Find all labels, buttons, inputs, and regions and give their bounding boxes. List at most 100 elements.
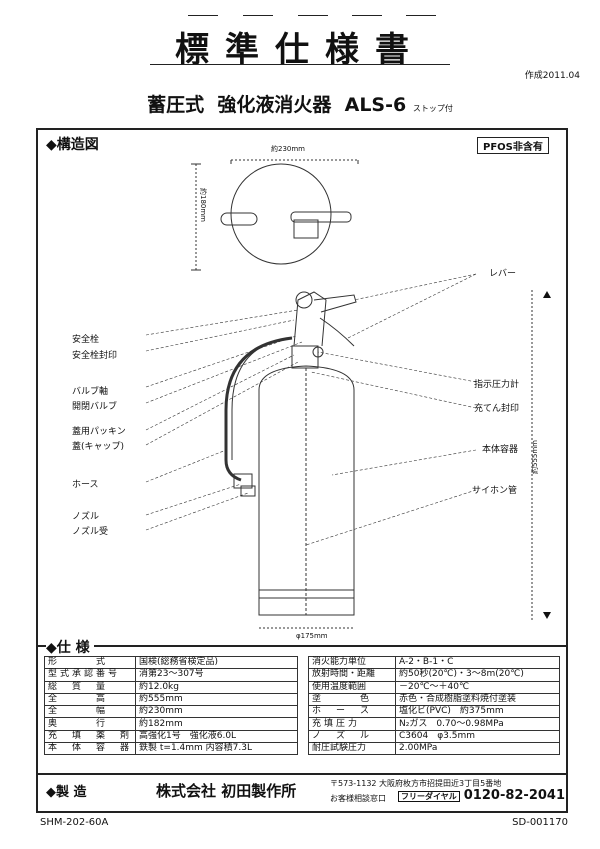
maker-heading: ◆製 造 [46, 785, 87, 800]
spec-key: 本 体 容 器 [43, 742, 137, 756]
spec-value: 約230mm [135, 705, 298, 719]
spec-value: 約182mm [135, 717, 298, 731]
nozzle [233, 473, 253, 489]
table-row: 充 填 薬 剤高強化1号 強化液6.0L [43, 729, 298, 744]
table-row: 全 幅約230mm [43, 705, 298, 719]
dim-height: 約555mm [531, 440, 539, 474]
spec-value: 赤色・合成樹脂塗料焼付塗装 [395, 692, 560, 707]
title-dash [298, 15, 328, 16]
label-fill-seal: 充てん封印 [474, 404, 520, 414]
dim-arrow-down [543, 612, 551, 619]
table-row: 放射時間・距離約50秒(20℃)・3～8m(20℃) [308, 668, 560, 682]
spec-value: 2.00MPa [395, 742, 560, 756]
spec-value: 国検(総務省検定品) [135, 655, 298, 670]
spec-value: 塩化ビ(PVC) 約375mm [395, 705, 560, 719]
product-model: ALS-6 [344, 94, 407, 116]
spec-key: ホ ー ス [308, 705, 396, 719]
phone-number: 0120-82-2041 [463, 788, 566, 803]
handle [319, 317, 355, 347]
valve-head [293, 291, 327, 347]
label-safety-pin-seal: 安全栓封印 [72, 351, 118, 361]
product-line: 蓄圧式 強化液消火器 ALS-6 ストップ付 [0, 90, 600, 117]
label-hose: ホース [72, 480, 99, 490]
spec-key: 放射時間・距離 [308, 668, 396, 682]
table-row: 塗 色赤色・合成樹脂塗料焼付塗装 [308, 692, 560, 707]
spec-key: 全 高 [43, 692, 137, 707]
label-siphon-tube: サイホン管 [472, 486, 518, 496]
top-view-valve [293, 219, 319, 239]
table-row: 全 高約555mm [43, 692, 298, 707]
label-safety-pin: 安全栓 [72, 335, 100, 345]
spec-value: 約555mm [135, 692, 298, 707]
spec-key: 型式承認番号 [43, 668, 137, 682]
spec-value: 約50秒(20℃)・3～8m(20℃) [395, 668, 560, 682]
dim-depth: 約180mm [199, 188, 207, 222]
spec-value: C3604 φ3.5mm [395, 729, 560, 744]
product-name: 強化液消火器 [217, 94, 332, 116]
title-underline [150, 64, 450, 65]
footer-right-code: SD-001170 [512, 817, 568, 828]
hose [224, 336, 293, 482]
spec-key: 奥 行 [43, 717, 137, 731]
table-row: 奥 行約182mm [43, 717, 298, 731]
spec-key: 耐圧試験圧力 [308, 742, 396, 756]
company-address: 〒573-1132 大阪府枚方市招提田近3丁目5番地 [330, 779, 502, 788]
creation-date: 作成2011.04 [524, 71, 580, 81]
footer-left-code: SHM-202-60A [40, 817, 109, 828]
title-dash [352, 15, 382, 16]
spec-key: 消火能力単位 [308, 655, 396, 670]
spec-heading: ◆仕 様 [46, 637, 94, 657]
spec-key: 形 式 [43, 655, 137, 670]
label-cap-gasket: 蓋用パッキン [72, 427, 126, 437]
product-model-suffix: ストップ付 [412, 104, 453, 113]
document-frame [36, 128, 568, 813]
label-main-container: 本体容器 [482, 445, 519, 455]
document-title: 標準仕様書 [175, 30, 425, 70]
spec-key: ノ ズ ル [308, 729, 396, 744]
spec-separator [36, 645, 568, 647]
top-view-lever [220, 212, 258, 226]
title-dash [406, 15, 436, 16]
label-shutoff-valve: 開閉バルブ [72, 402, 118, 412]
spec-value: 消第23～307号 [135, 668, 298, 682]
spec-key: 総 質 量 [43, 680, 137, 694]
structure-drawing [145, 159, 551, 629]
label-pressure-gauge: 指示圧力計 [474, 380, 520, 390]
top-view-nozzle [290, 211, 352, 223]
title-dash [243, 15, 273, 16]
dim-diameter: φ175mm [296, 632, 328, 640]
dim-arrow-up [543, 291, 551, 298]
table-row: 使用温度範囲－20℃～＋40℃ [308, 680, 560, 694]
spec-key: 使用温度範囲 [308, 680, 396, 694]
cylinder-body [258, 365, 355, 616]
spec-value: 鉄製 t=1.4mm 内容積7.3L [135, 742, 298, 756]
contact-label: お客様相談窓口 [330, 794, 386, 803]
label-nozzle: ノズル [72, 512, 100, 522]
pfos-badge: PFOS非含有 [477, 137, 549, 154]
free-dial-icon: フリーダイヤル [398, 791, 460, 802]
spec-value: 高強化1号 強化液6.0L [135, 729, 298, 744]
label-lever: レバー [489, 269, 517, 279]
table-row: 型式承認番号消第23～307号 [43, 668, 298, 682]
maker-separator [36, 773, 568, 775]
lever [313, 294, 357, 313]
label-nozzle-holder: ノズル受 [72, 527, 109, 537]
table-row: 総 質 量約12.0kg [43, 680, 298, 694]
spec-value: A-2・B-1・C [395, 655, 560, 670]
spec-value: 約12.0kg [135, 680, 298, 694]
spec-key: 充填圧力 [308, 717, 396, 731]
label-cap: 蓋(キャップ) [72, 442, 125, 452]
label-valve-shaft: バルブ軸 [72, 387, 109, 397]
dim-width-top: 約230mm [271, 145, 305, 153]
spec-value: N₂ガス 0.70～0.98MPa [395, 717, 560, 731]
spec-key: 塗 色 [308, 692, 396, 707]
spec-table-left: 形 式国検(総務省検定品) 型式承認番号消第23～307号 総 質 量約12.0… [43, 655, 298, 756]
company-name: 株式会社 初田製作所 [156, 782, 297, 800]
nozzle-holder [240, 485, 256, 497]
